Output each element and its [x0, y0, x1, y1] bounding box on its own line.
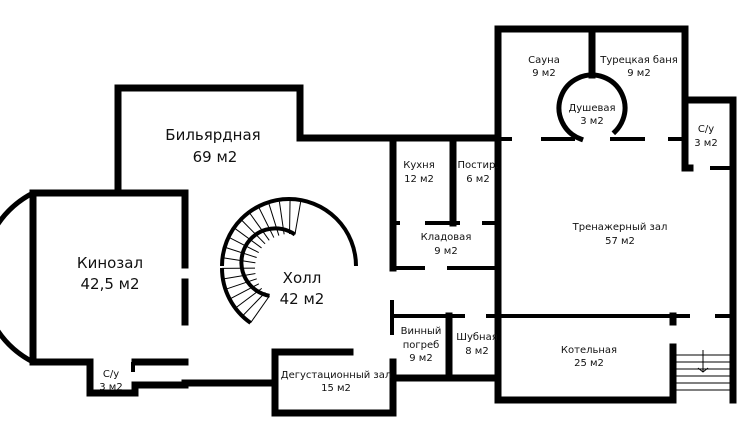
stair-tread — [234, 228, 262, 249]
turkish-name: Турецкая баня — [599, 55, 678, 66]
hall-area: 42 м2 — [280, 290, 325, 308]
wc-right-name: С/у — [698, 124, 714, 135]
billiard-area: 69 м2 — [193, 148, 238, 166]
stairs-right — [676, 350, 730, 391]
hall-name: Холл — [283, 269, 322, 287]
laundry-area: 6 м2 — [466, 174, 489, 185]
boiler-area: 25 м2 — [574, 358, 604, 369]
kitchen-area: 12 м2 — [404, 174, 434, 185]
stair-tread — [242, 292, 266, 317]
stair-tread — [258, 207, 275, 238]
furs-name: Шубная — [456, 332, 497, 343]
sauna-area: 9 м2 — [532, 68, 555, 79]
kitchen-name: Кухня — [403, 160, 435, 171]
furs-area: 8 м2 — [465, 346, 488, 357]
spiral-staircase — [220, 197, 358, 325]
cinema-area: 42,5 м2 — [80, 275, 139, 293]
stair-tread — [278, 201, 285, 235]
gym-area: 57 м2 — [605, 236, 635, 247]
stair-tread — [222, 273, 256, 280]
pantry-name: Кладовая — [421, 232, 472, 243]
stair-tread — [225, 278, 257, 290]
stair-tread — [250, 295, 270, 324]
stair-tread — [268, 203, 280, 236]
wc-left-name: С/у — [103, 369, 119, 380]
stair-tread — [241, 220, 266, 245]
stair-tread — [222, 257, 256, 264]
billiard-name: Бильярдная — [165, 126, 260, 144]
pantry-area: 9 м2 — [434, 246, 457, 257]
sauna-name: Сауна — [528, 55, 560, 66]
wc-left-area: 3 м2 — [99, 382, 122, 393]
wc-right-area: 3 м2 — [694, 138, 717, 149]
stair-tread — [229, 237, 259, 253]
stair-tread — [249, 213, 270, 241]
gym-name: Тренажерный зал — [572, 222, 668, 233]
stair-inner-arc — [239, 226, 297, 298]
room-labels: Бильярдная 69 м2 Кинозал 42,5 м2 Холл 42… — [77, 55, 718, 394]
wine-area: 9 м2 — [409, 353, 432, 364]
wine-name-2: погреб — [403, 340, 440, 351]
tasting-area: 15 м2 — [321, 383, 351, 394]
stair-tread — [229, 283, 260, 300]
shower-name: Душевая — [568, 103, 615, 114]
tasting-name: Дегустационный зал — [281, 370, 392, 381]
stair-tread — [225, 246, 257, 259]
wine-name-1: Винный — [401, 326, 442, 337]
cinema-name: Кинозал — [77, 254, 143, 272]
laundry-name: Постир. — [458, 160, 499, 171]
stair-tread — [294, 201, 302, 235]
turkish-area: 9 м2 — [627, 68, 650, 79]
walls — [0, 25, 737, 417]
shower-area: 3 м2 — [580, 116, 603, 127]
boiler-name: Котельная — [561, 345, 617, 356]
stair-tread — [235, 287, 263, 309]
stair-tread — [289, 201, 291, 235]
